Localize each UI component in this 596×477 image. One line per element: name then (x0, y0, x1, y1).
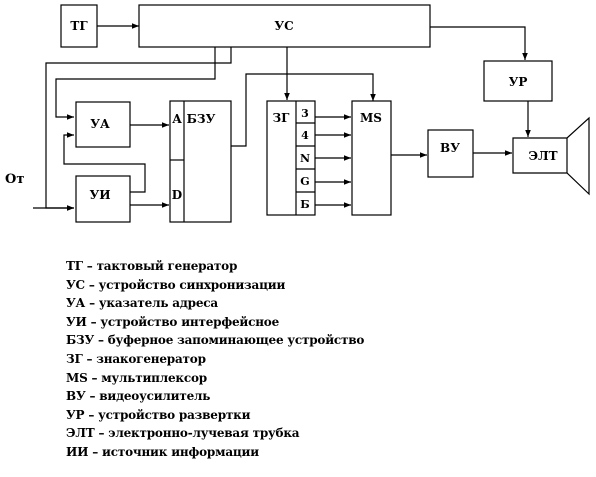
block-elt-label: ЭЛТ (528, 149, 557, 163)
legend-item: УР – устройство развертки (66, 407, 251, 422)
block-elt: ЭЛТ (512, 116, 590, 196)
legend-item: ИИ – источник информации (66, 444, 259, 459)
block-bzu-port-d: D (172, 188, 182, 202)
input-source-label: От (5, 172, 24, 187)
legend-item: MS – мультиплексор (66, 370, 207, 385)
block-tg: ТГ (60, 4, 98, 48)
legend: ТГ – тактовый генератор УС – устройство … (66, 257, 364, 462)
block-ui: УИ (75, 175, 131, 223)
block-vu-label: ВУ (440, 141, 460, 155)
block-ur: УР (483, 60, 553, 102)
block-us: УС (138, 4, 431, 48)
zg-port-3: 3 (301, 107, 309, 120)
legend-item: ЗГ – знакогенератор (66, 351, 206, 366)
block-tg-label: ТГ (70, 19, 88, 33)
block-us-label: УС (274, 19, 293, 33)
block-diagram: ТГ УС УР УА УИ A D БЗУ ЗГ 3 4 N G Б (5, 4, 590, 223)
block-zg: ЗГ 3 4 N G Б (266, 100, 316, 216)
legend-item: ЭЛТ – электронно-лучевая трубка (66, 426, 300, 441)
block-bzu: A D БЗУ (169, 100, 232, 223)
zg-port-n: N (300, 152, 310, 165)
zg-port-g: G (300, 175, 309, 188)
block-ua-label: УА (90, 117, 110, 131)
block-ur-label: УР (509, 75, 528, 89)
block-ui-label: УИ (89, 188, 110, 202)
legend-item: БЗУ – буферное запоминающее устройство (66, 333, 365, 348)
block-zg-label: ЗГ (273, 111, 291, 125)
block-bzu-label: БЗУ (187, 112, 216, 126)
block-vu: ВУ (427, 129, 474, 178)
legend-item: УА – указатель адреса (66, 296, 218, 311)
block-bzu-port-a: A (171, 112, 182, 126)
legend-item: ТГ – тактовый генератор (66, 259, 238, 273)
connections (33, 23, 531, 211)
block-ms-label: MS (360, 111, 382, 125)
legend-item: УС – устройство синхронизации (66, 277, 286, 292)
block-ua: УА (75, 101, 131, 148)
legend-item: УИ – устройство интерфейсное (66, 314, 280, 329)
legend-item: ВУ – видеоусилитель (66, 389, 211, 404)
block-ms: MS (351, 100, 392, 216)
zg-port-b: Б (300, 198, 309, 211)
zg-port-4: 4 (301, 129, 309, 142)
